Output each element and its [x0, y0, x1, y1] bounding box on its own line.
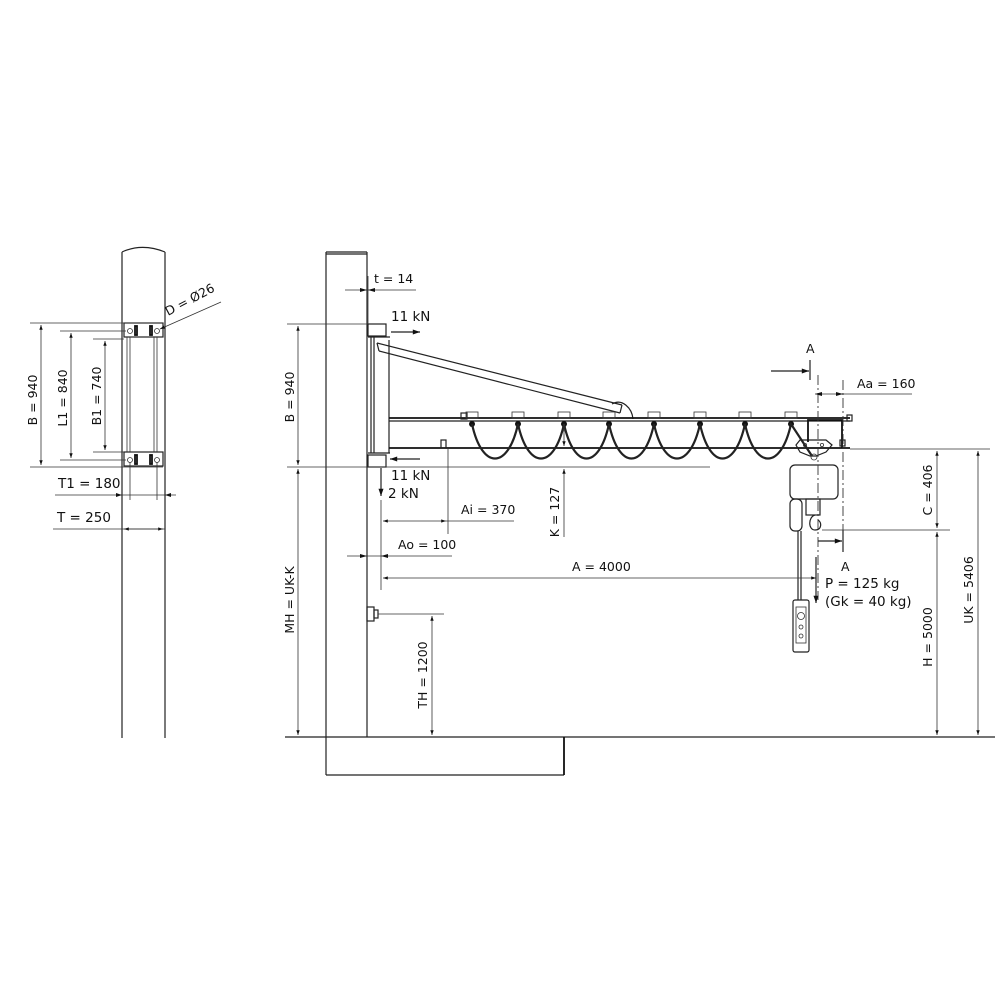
dim-D-label: D = Ø26 [162, 280, 217, 319]
dim-K: K = 127 [547, 424, 566, 537]
tie-rod [376, 342, 634, 420]
dim-Ao: Ao = 100 [347, 537, 456, 558]
wall-switch-box [366, 606, 379, 622]
dim-A-label: A = 4000 [572, 559, 631, 574]
dim-MH: MH = UK-K [282, 469, 300, 735]
dim-TH-label: TH = 1200 [415, 641, 430, 709]
dim-UK-label: UK = 5406 [961, 556, 976, 624]
festoon-cable-system [465, 411, 813, 460]
side-view-bracket [123, 322, 164, 467]
dim-t-label: t = 14 [374, 271, 413, 286]
dim-t: t = 14 [345, 271, 416, 324]
load-P-label: P = 125 kg [825, 576, 899, 592]
wall-bracket [367, 323, 390, 468]
dim-D: D = Ø26 [159, 280, 222, 330]
boom-beam [389, 412, 853, 449]
dim-T1: T1 = 180 [55, 462, 176, 500]
dim-A: A = 4000 [383, 559, 816, 580]
pendant-control [792, 531, 810, 653]
force-arrow-bottom: 11 kN [390, 456, 430, 484]
dim-L1: L1 = 840 [55, 330, 126, 461]
load-arrow: A P = 125 kg (Gk = 40 kg) [813, 557, 912, 610]
dim-B-front-label: B = 940 [282, 372, 297, 423]
dim-Aa: Aa = 160 [815, 376, 916, 396]
force-arrow-vertical: 2 kN [378, 468, 419, 502]
dim-H-label: H = 5000 [920, 607, 935, 667]
section-label-bottom: A [841, 559, 850, 574]
section-line-A: A [771, 341, 844, 600]
front-view-column [325, 251, 368, 775]
side-view-column [121, 246, 166, 738]
dim-B1: B1 = 740 [89, 338, 124, 453]
dim-H: H = 5000 [920, 532, 939, 735]
dim-Ai-label: Ai = 370 [461, 502, 515, 517]
force-vertical-label: 2 kN [388, 486, 419, 502]
dim-MH-label: MH = UK-K [282, 566, 297, 634]
dim-Ao-label: Ao = 100 [398, 537, 456, 552]
dim-B-front: B = 940 [282, 323, 710, 468]
dim-B1-label: B1 = 740 [89, 367, 104, 426]
dim-C: C = 406 [822, 448, 990, 531]
dim-TH: TH = 1200 [378, 613, 444, 735]
dim-T: T = 250 [53, 510, 165, 531]
dim-Aa-label: Aa = 160 [857, 376, 916, 391]
dim-T1-label: T1 = 180 [57, 476, 121, 492]
dim-UK: UK = 5406 [961, 451, 980, 735]
foundation [285, 736, 995, 776]
dim-T-label: T = 250 [56, 510, 111, 526]
force-bottom-label: 11 kN [391, 468, 430, 484]
dim-C-label: C = 406 [920, 464, 935, 515]
load-Gk-label: (Gk = 40 kg) [825, 594, 912, 610]
dim-L1-label: L1 = 840 [55, 369, 70, 426]
dim-B-side-label: B = 940 [25, 375, 40, 426]
force-arrow-top: 11 kN [391, 309, 430, 335]
dim-B-side: B = 940 [25, 322, 163, 468]
force-top-label: 11 kN [391, 309, 430, 325]
dim-K-label: K = 127 [547, 487, 562, 537]
section-label-top: A [806, 341, 815, 356]
dim-Ai: Ai = 370 [380, 448, 515, 590]
chain-hoist [789, 419, 846, 532]
